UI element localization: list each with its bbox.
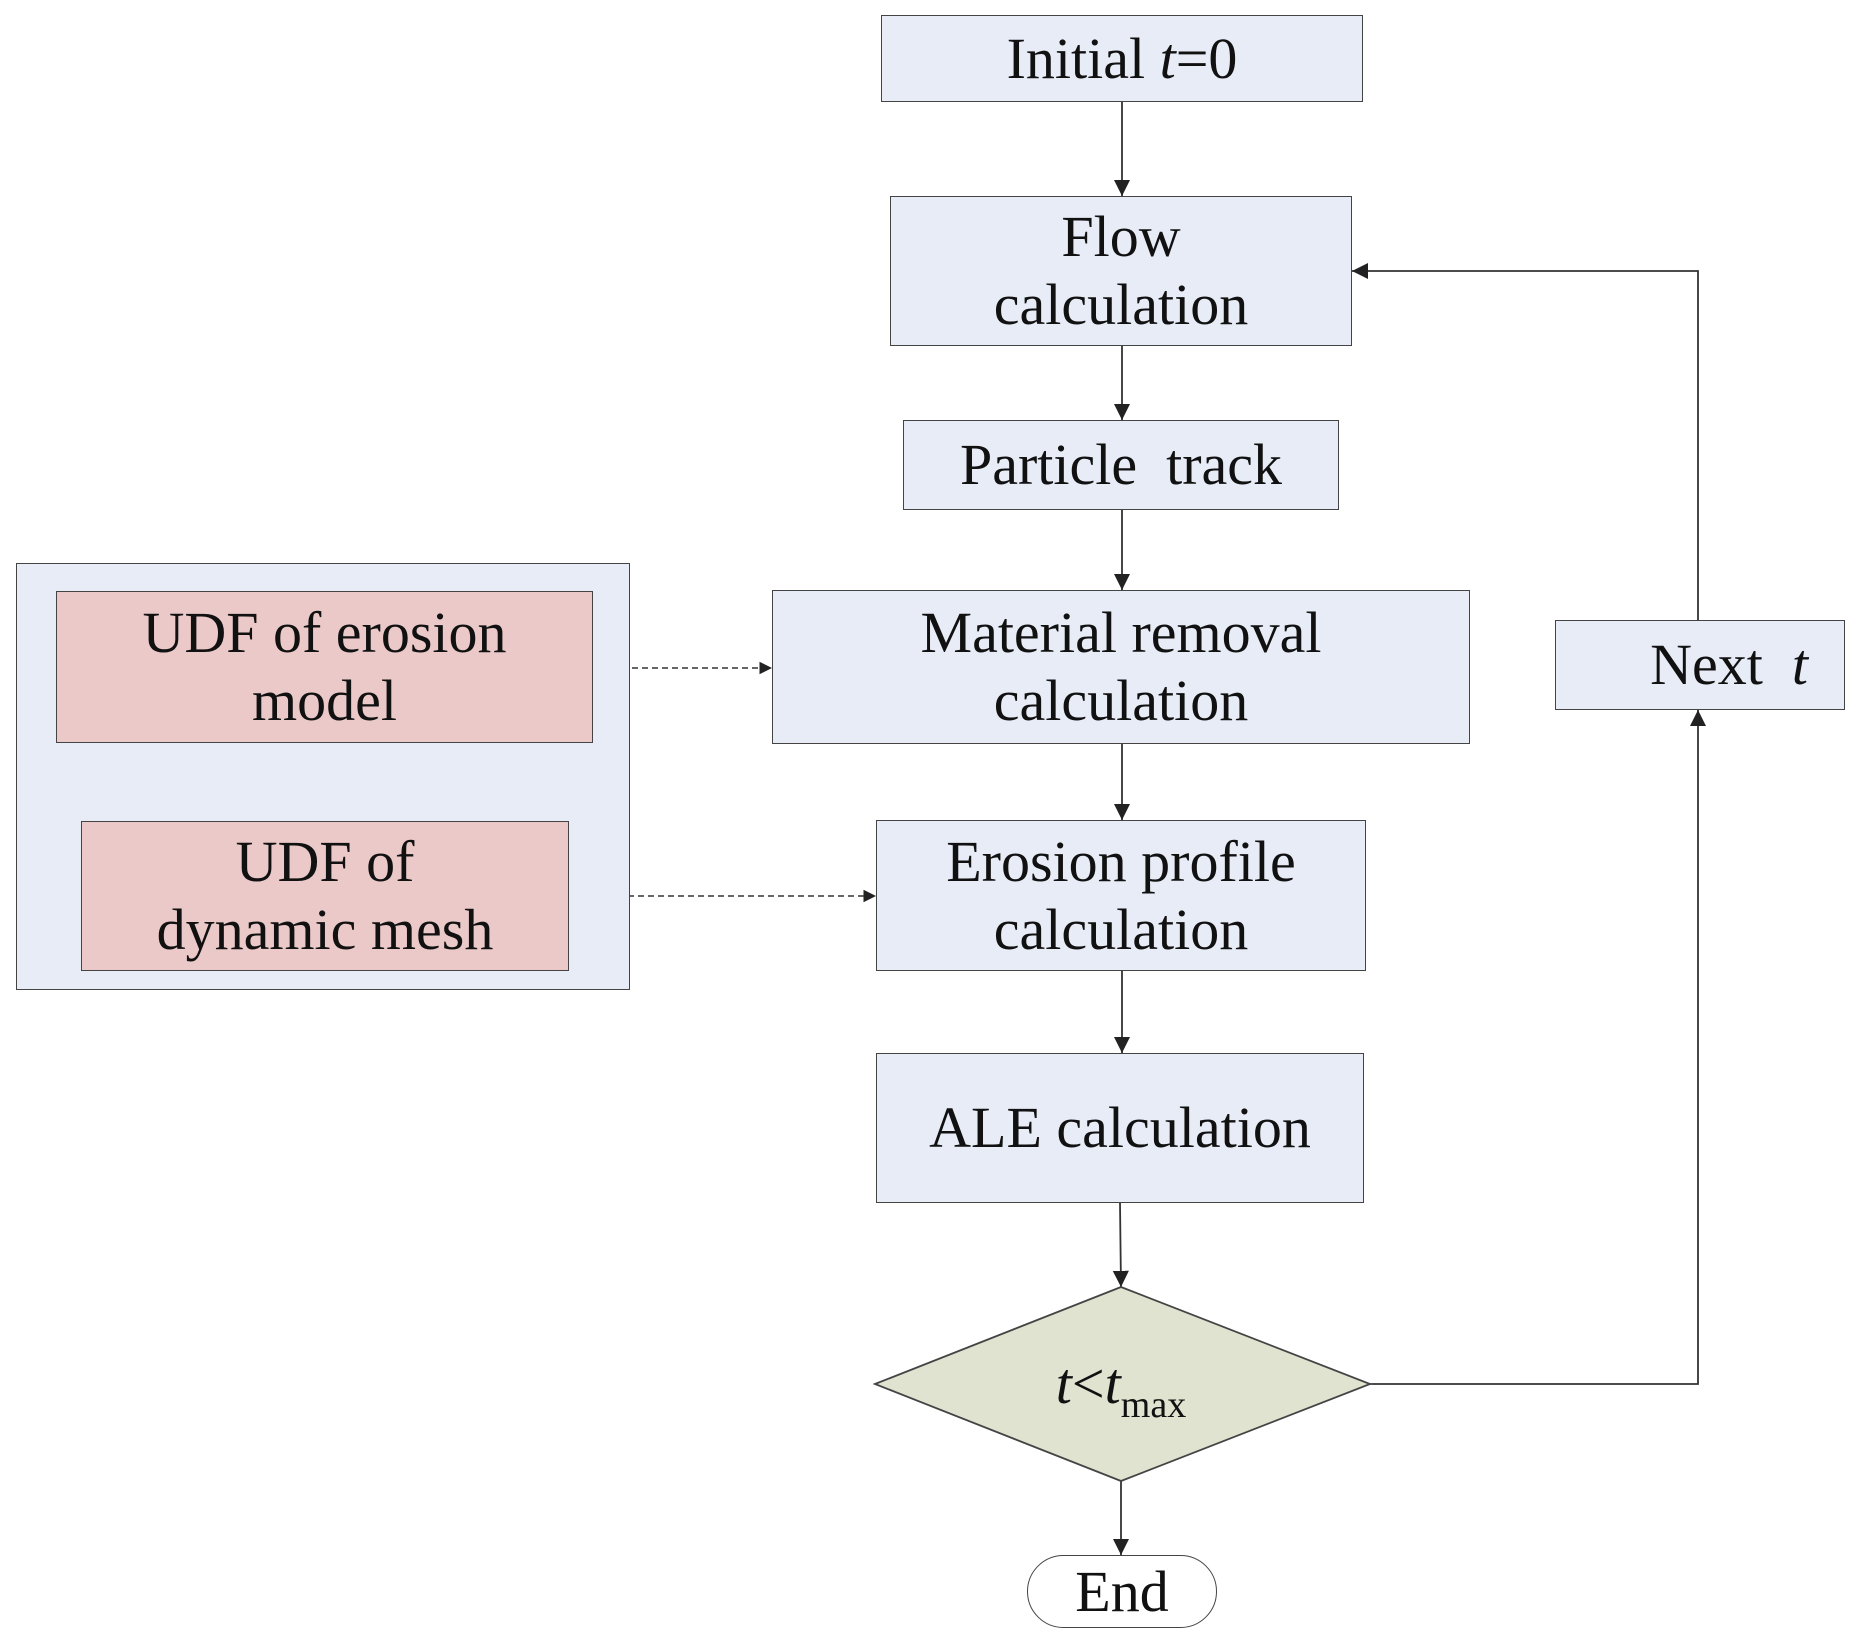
udf-dynamic-mesh-box: UDF of dynamic mesh [81,821,569,971]
udf-erosion-line2: model [252,668,397,733]
end-label: End [1075,1558,1169,1624]
next-var: t [1791,632,1808,697]
arrow-ale-to-decision [1112,1202,1129,1288]
arrow-next-to-flow [1352,262,1699,620]
udf-erosion-line1: UDF of erosion [142,600,507,665]
end-terminal: End [1027,1555,1217,1628]
material-removal-box: Material removal calculation [772,590,1470,744]
particle-label: Particle track [959,432,1283,497]
initial-var: t [1159,25,1176,91]
erosion-profile-box: Erosion profile calculation [876,820,1366,971]
initial-suffix: =0 [1175,25,1238,91]
ale-calculation-box: ALE calculation [876,1053,1364,1203]
initial-box: Initial t=0 [881,15,1363,102]
ale-label: ALE calculation [929,1095,1311,1160]
decision-op: < [1071,1351,1105,1416]
material-line1: Material removal [920,600,1322,665]
flow-calculation-box: Flow calculation [890,196,1352,346]
arrow-decision-to-next [1370,710,1707,1385]
material-line2: calculation [993,668,1249,733]
next-prefix: Next [1650,632,1792,697]
flow-line1: Flow [1061,204,1181,269]
decision-var: t [1055,1351,1072,1416]
decision-diamond [872,1286,1373,1482]
udf-mesh-line2: dynamic mesh [156,897,494,962]
initial-prefix: Initial [1006,25,1160,91]
decision-label: t<tmax [985,1350,1257,1426]
profile-line1: Erosion profile [946,828,1296,894]
decision-sub: max [1120,1384,1187,1426]
profile-line2: calculation [993,896,1249,962]
next-t-box: Next t [1555,620,1845,710]
particle-track-box: Particle track [903,420,1339,510]
decision-var2: t [1104,1351,1121,1416]
udf-mesh-line1: UDF of [235,829,415,894]
flow-line2: calculation [993,272,1249,337]
udf-erosion-model-box: UDF of erosion model [56,591,593,743]
